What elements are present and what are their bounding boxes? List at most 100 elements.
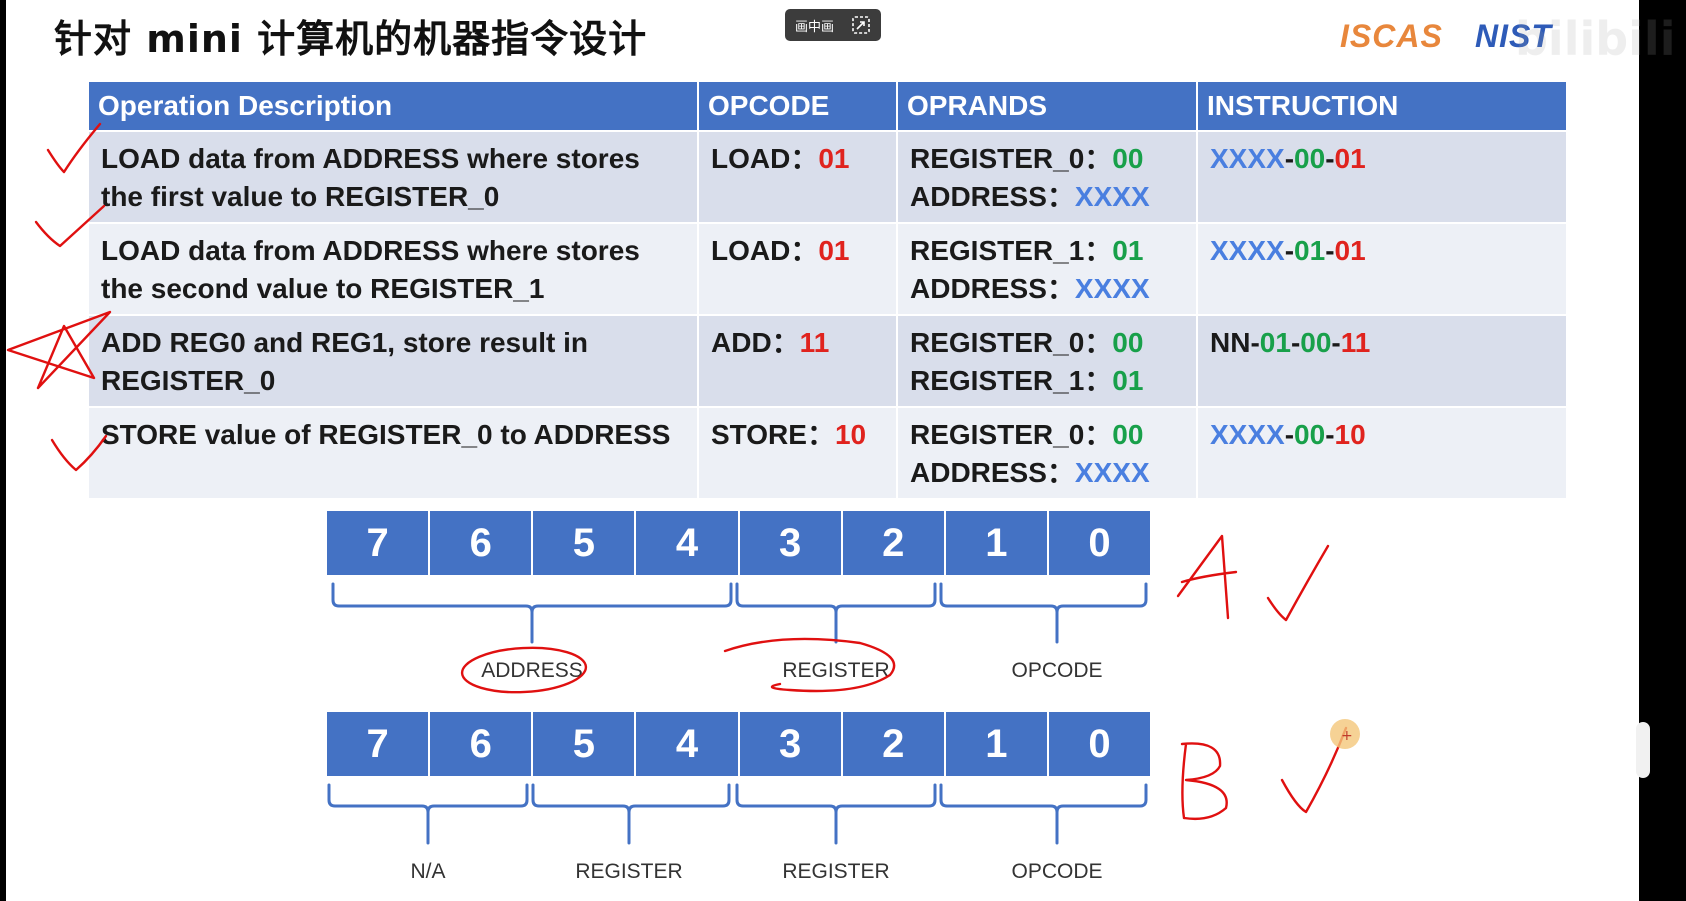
brace-register-2	[735, 783, 937, 845]
register-circle	[723, 637, 896, 693]
instruction-part: XXXX	[1210, 235, 1285, 266]
opcode-cell: LOAD：01	[698, 130, 898, 223]
opcode-name: LOAD：	[711, 235, 819, 266]
picture-in-picture-button[interactable]: 画中画	[785, 9, 881, 41]
field-label-opcode: OPCODE	[1011, 860, 1103, 883]
operands-cell: REGISTER_0：00 REGISTER_1：01	[897, 314, 1198, 407]
bit-cell: 5	[533, 511, 637, 575]
operand-name: REGISTER_1：	[910, 235, 1113, 266]
instruction-part: 11	[1340, 327, 1371, 358]
bit-cell: 2	[843, 712, 946, 776]
video-left-border	[0, 0, 6, 901]
operand-name: REGISTER_0：	[910, 327, 1113, 358]
description-line: the first value to REGISTER_0	[101, 181, 500, 212]
brace-opcode-b	[939, 783, 1148, 845]
field-label-register: REGISTER	[575, 860, 683, 883]
nist-logo: NIST	[1475, 18, 1552, 54]
bit-cell: 4	[636, 511, 740, 575]
operand-value: 00	[1112, 143, 1144, 174]
header-instruction: INSTRUCTION	[1197, 82, 1568, 131]
bit-cell: 6	[430, 712, 534, 776]
description-cell: LOAD data from ADDRESS where stores the …	[89, 222, 699, 315]
table-row: LOAD data from ADDRESS where stores the …	[89, 222, 1568, 315]
brace-na	[327, 783, 529, 845]
table-row: LOAD data from ADDRESS where stores the …	[89, 130, 1568, 223]
bit-layout-b: 7 6 5 4 3 2 1 0	[327, 712, 1150, 776]
operand-name: ADDRESS：	[910, 457, 1075, 488]
instruction-cell: NN-01-00-11	[1197, 314, 1568, 407]
instruction-cell: XXXX-01-01	[1197, 222, 1568, 315]
instruction-part: NN	[1210, 327, 1251, 358]
instruction-table: Operation Description OPCODE OPRANDS INS…	[89, 82, 1568, 498]
operand-value: XXXX	[1074, 181, 1150, 212]
instruction-part: -	[1284, 419, 1295, 450]
bilibili-watermark: bilibili	[1515, 12, 1676, 66]
opcode-cell: LOAD：01	[698, 222, 898, 315]
svg-text:+: +	[1341, 728, 1353, 744]
address-circle	[460, 646, 588, 694]
instruction-part: XXXX	[1210, 419, 1285, 450]
bit-cell: 3	[740, 511, 843, 575]
handwritten-a	[1176, 534, 1238, 620]
side-panel-handle[interactable]	[1636, 722, 1650, 778]
operand-value: 00	[1112, 327, 1144, 358]
pip-label: 画中画	[795, 19, 835, 35]
opcode-name: STORE：	[711, 419, 835, 450]
instruction-part: -	[1331, 327, 1341, 358]
field-label-register: REGISTER	[782, 860, 890, 883]
operands-cell: REGISTER_1：01 ADDRESS：XXXX	[897, 222, 1198, 315]
operand-value: 00	[1112, 419, 1144, 450]
instruction-part: XXXX	[1210, 143, 1285, 174]
bit-cell: 4	[636, 712, 740, 776]
operand-value: 01	[1112, 235, 1144, 266]
operand-name: REGISTER_0：	[910, 143, 1113, 174]
bit-cell: 7	[327, 712, 431, 776]
check-mark-2	[34, 204, 106, 248]
table-header-row: Operation Description OPCODE OPRANDS INS…	[89, 82, 1568, 131]
field-label-na: N/A	[410, 860, 446, 883]
instruction-part: -	[1325, 235, 1335, 266]
instruction-part: 00	[1300, 327, 1332, 358]
opcode-value: 01	[818, 235, 850, 266]
brace-register	[735, 582, 937, 644]
bit-cell: 6	[430, 511, 534, 575]
opcode-name: LOAD：	[711, 143, 819, 174]
check-mark-a	[1266, 544, 1330, 622]
instruction-part: 10	[1334, 419, 1366, 450]
operand-name: ADDRESS：	[910, 181, 1075, 212]
instruction-part: 00	[1294, 419, 1326, 450]
field-label-opcode: OPCODE	[1011, 659, 1103, 682]
instruction-part: 01	[1294, 235, 1326, 266]
bit-cell: 1	[946, 712, 1049, 776]
handwritten-b	[1180, 742, 1228, 821]
field-label-register: REGISTER	[782, 659, 890, 682]
opcode-value: 10	[834, 419, 867, 450]
slide-title: 针对 mini 计算机的机器指令设计	[54, 17, 648, 61]
operand-name: ADDRESS：	[910, 273, 1075, 304]
bit-cell: 0	[1088, 721, 1111, 766]
description-line: the second value to REGISTER_1	[101, 273, 545, 304]
check-mark-3	[50, 434, 108, 472]
opcode-name: ADD：	[711, 327, 800, 358]
pip-icon	[852, 16, 870, 34]
brace-register-1	[531, 783, 731, 845]
bit-cell: 1	[946, 511, 1049, 575]
check-mark-1	[46, 122, 102, 174]
description-line: REGISTER_0	[101, 365, 276, 396]
instruction-part: -	[1325, 419, 1335, 450]
operand-name: REGISTER_1：	[910, 365, 1113, 396]
cursor-indicator	[1330, 719, 1360, 749]
instruction-part: -	[1290, 327, 1301, 358]
bit-cell: 7	[327, 511, 431, 575]
table-row: STORE value of REGISTER_0 to ADDRESS STO…	[89, 406, 1568, 498]
instruction-part: 00	[1294, 143, 1326, 174]
header-oprands: OPRANDS	[897, 82, 1198, 131]
opcode-cell: ADD：11	[698, 314, 898, 407]
description-line: LOAD data from ADDRESS where stores	[101, 143, 640, 174]
description-cell: LOAD data from ADDRESS where stores the …	[89, 130, 699, 223]
check-mark-b	[1280, 726, 1348, 814]
description-cell: ADD REG0 and REG1, store result in REGIS…	[89, 314, 699, 407]
instruction-cell: XXXX-00-01	[1197, 130, 1568, 223]
brace-address	[331, 582, 733, 644]
bit-cell: 2	[843, 511, 946, 575]
